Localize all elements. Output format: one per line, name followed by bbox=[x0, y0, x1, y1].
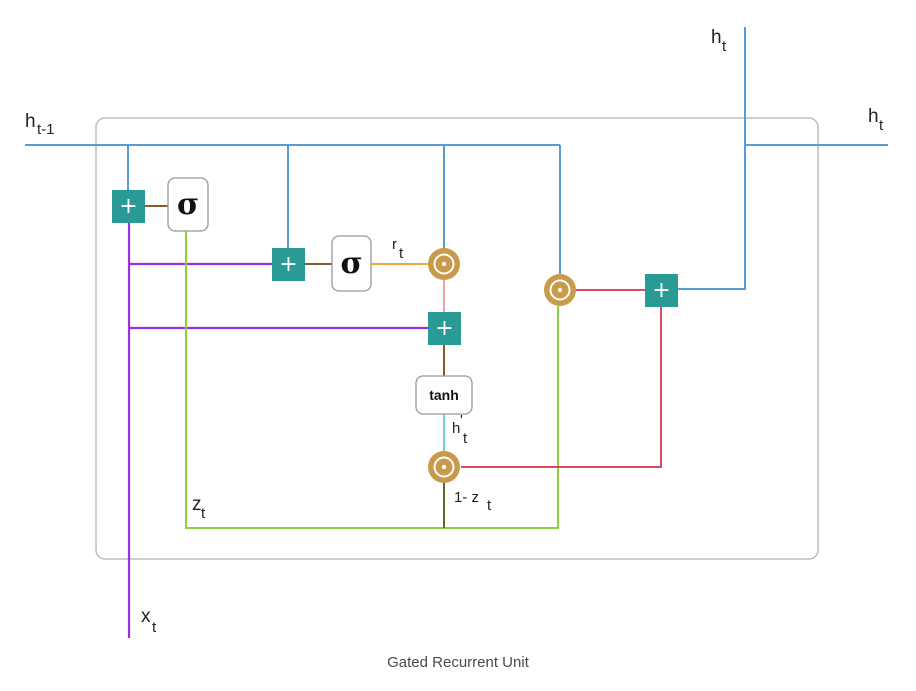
label-one-minus-z: 1- z t bbox=[454, 489, 492, 514]
svg-text:z: z bbox=[192, 494, 202, 515]
svg-text:t: t bbox=[879, 117, 884, 134]
sigma-node-reset: σ bbox=[331, 235, 372, 292]
svg-text:h: h bbox=[25, 111, 36, 132]
diagram-caption: Gated Recurrent Unit bbox=[387, 654, 529, 671]
label-h-out-right: h t bbox=[868, 106, 884, 134]
cell-frame bbox=[95, 117, 819, 560]
label-h-out-top: h t bbox=[711, 27, 727, 55]
svg-text:+: + bbox=[652, 278, 670, 303]
sigma-node-update: σ bbox=[167, 177, 209, 232]
z-gate-lines bbox=[185, 231, 559, 529]
label-r-gate: r t bbox=[392, 236, 404, 262]
svg-text:t: t bbox=[399, 245, 404, 262]
svg-text:h: h bbox=[452, 420, 460, 437]
add-node-4: + bbox=[645, 274, 678, 307]
input-lines bbox=[127, 220, 428, 638]
hidden-state-lines bbox=[25, 27, 888, 290]
label-z-gate: z t bbox=[192, 494, 206, 522]
svg-text:h: h bbox=[868, 106, 879, 127]
add-node-3: + bbox=[428, 312, 461, 345]
add-node-1: + bbox=[112, 190, 145, 223]
svg-text:tanh: tanh bbox=[429, 387, 459, 403]
multiply-node-candidate bbox=[428, 451, 460, 483]
svg-text:r: r bbox=[392, 236, 397, 253]
svg-text:t: t bbox=[463, 430, 468, 447]
svg-text:σ: σ bbox=[177, 187, 199, 222]
svg-text:σ: σ bbox=[340, 246, 362, 281]
output-lines bbox=[461, 289, 662, 468]
svg-text:t: t bbox=[722, 38, 727, 55]
svg-text:+: + bbox=[279, 252, 297, 277]
svg-text:+: + bbox=[435, 316, 453, 341]
svg-text:t: t bbox=[487, 497, 492, 514]
label-h-candidate: h ' t bbox=[452, 412, 468, 447]
svg-text:t-1: t-1 bbox=[37, 121, 55, 138]
svg-text:x: x bbox=[141, 606, 151, 627]
multiply-node-output bbox=[544, 274, 576, 306]
add-node-2: + bbox=[272, 248, 305, 281]
svg-text:1- z: 1- z bbox=[454, 489, 479, 506]
svg-text:': ' bbox=[460, 412, 463, 429]
svg-text:t: t bbox=[201, 505, 206, 522]
label-x-in: x t bbox=[141, 606, 157, 636]
svg-text:h: h bbox=[711, 27, 722, 48]
svg-text:+: + bbox=[119, 194, 137, 219]
svg-text:t: t bbox=[152, 619, 157, 636]
multiply-node-reset bbox=[428, 248, 460, 280]
tanh-node: tanh bbox=[415, 375, 473, 415]
connector-lines bbox=[145, 205, 445, 376]
label-h-prev: h t-1 bbox=[25, 111, 55, 138]
